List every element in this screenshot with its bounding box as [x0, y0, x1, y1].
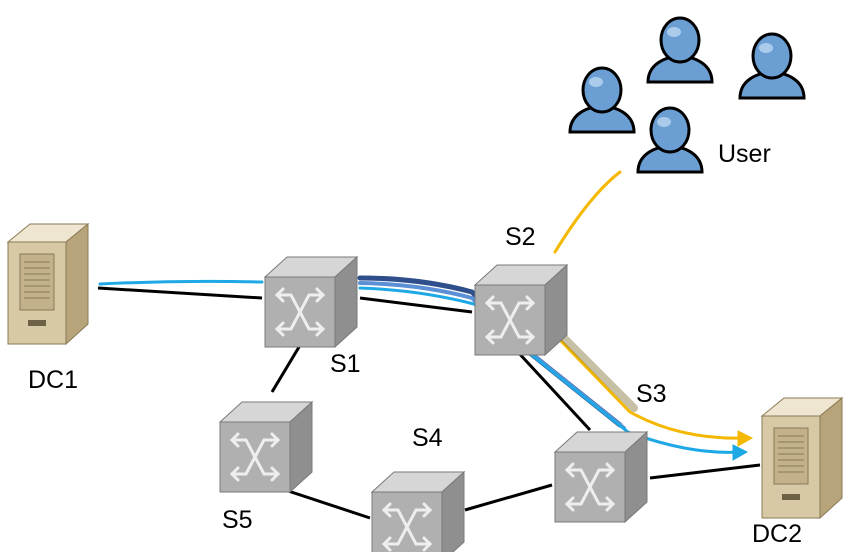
switch-icon	[218, 400, 314, 494]
server-icon	[7, 223, 89, 345]
switch-icon	[473, 263, 569, 357]
flow-yellow-main	[558, 338, 747, 440]
label-s3: S3	[636, 380, 667, 408]
label-s4: S4	[412, 424, 443, 452]
link-s2-s3	[514, 348, 592, 432]
label-s1: S1	[330, 350, 361, 378]
flow-yellow-halo	[558, 332, 638, 412]
user-icon	[646, 16, 714, 84]
flow-yellow-user	[553, 170, 622, 254]
link-s1-s2	[359, 296, 473, 314]
switch-icon	[263, 255, 359, 349]
link-s1-s5	[270, 341, 304, 393]
arrowhead-blue	[732, 444, 749, 461]
user-icon	[636, 106, 704, 174]
switch-icon	[370, 470, 466, 552]
label-user: User	[718, 140, 771, 168]
label-dc2: DC2	[752, 520, 803, 548]
label-s5: S5	[222, 506, 253, 534]
label-s2: S2	[505, 223, 536, 251]
label-dc1: DC1	[28, 366, 79, 394]
arrowhead-yellow	[737, 430, 754, 447]
flows	[98, 170, 754, 461]
user-icon	[738, 32, 806, 100]
switch-icon	[553, 430, 649, 524]
server-icon	[761, 397, 843, 519]
user-icon	[568, 66, 636, 134]
flow-blue-dc1-dc2	[98, 279, 264, 286]
link-dc1-s1	[97, 286, 263, 300]
link-s3-dc2	[649, 463, 761, 480]
link-s4-s3	[464, 483, 553, 512]
